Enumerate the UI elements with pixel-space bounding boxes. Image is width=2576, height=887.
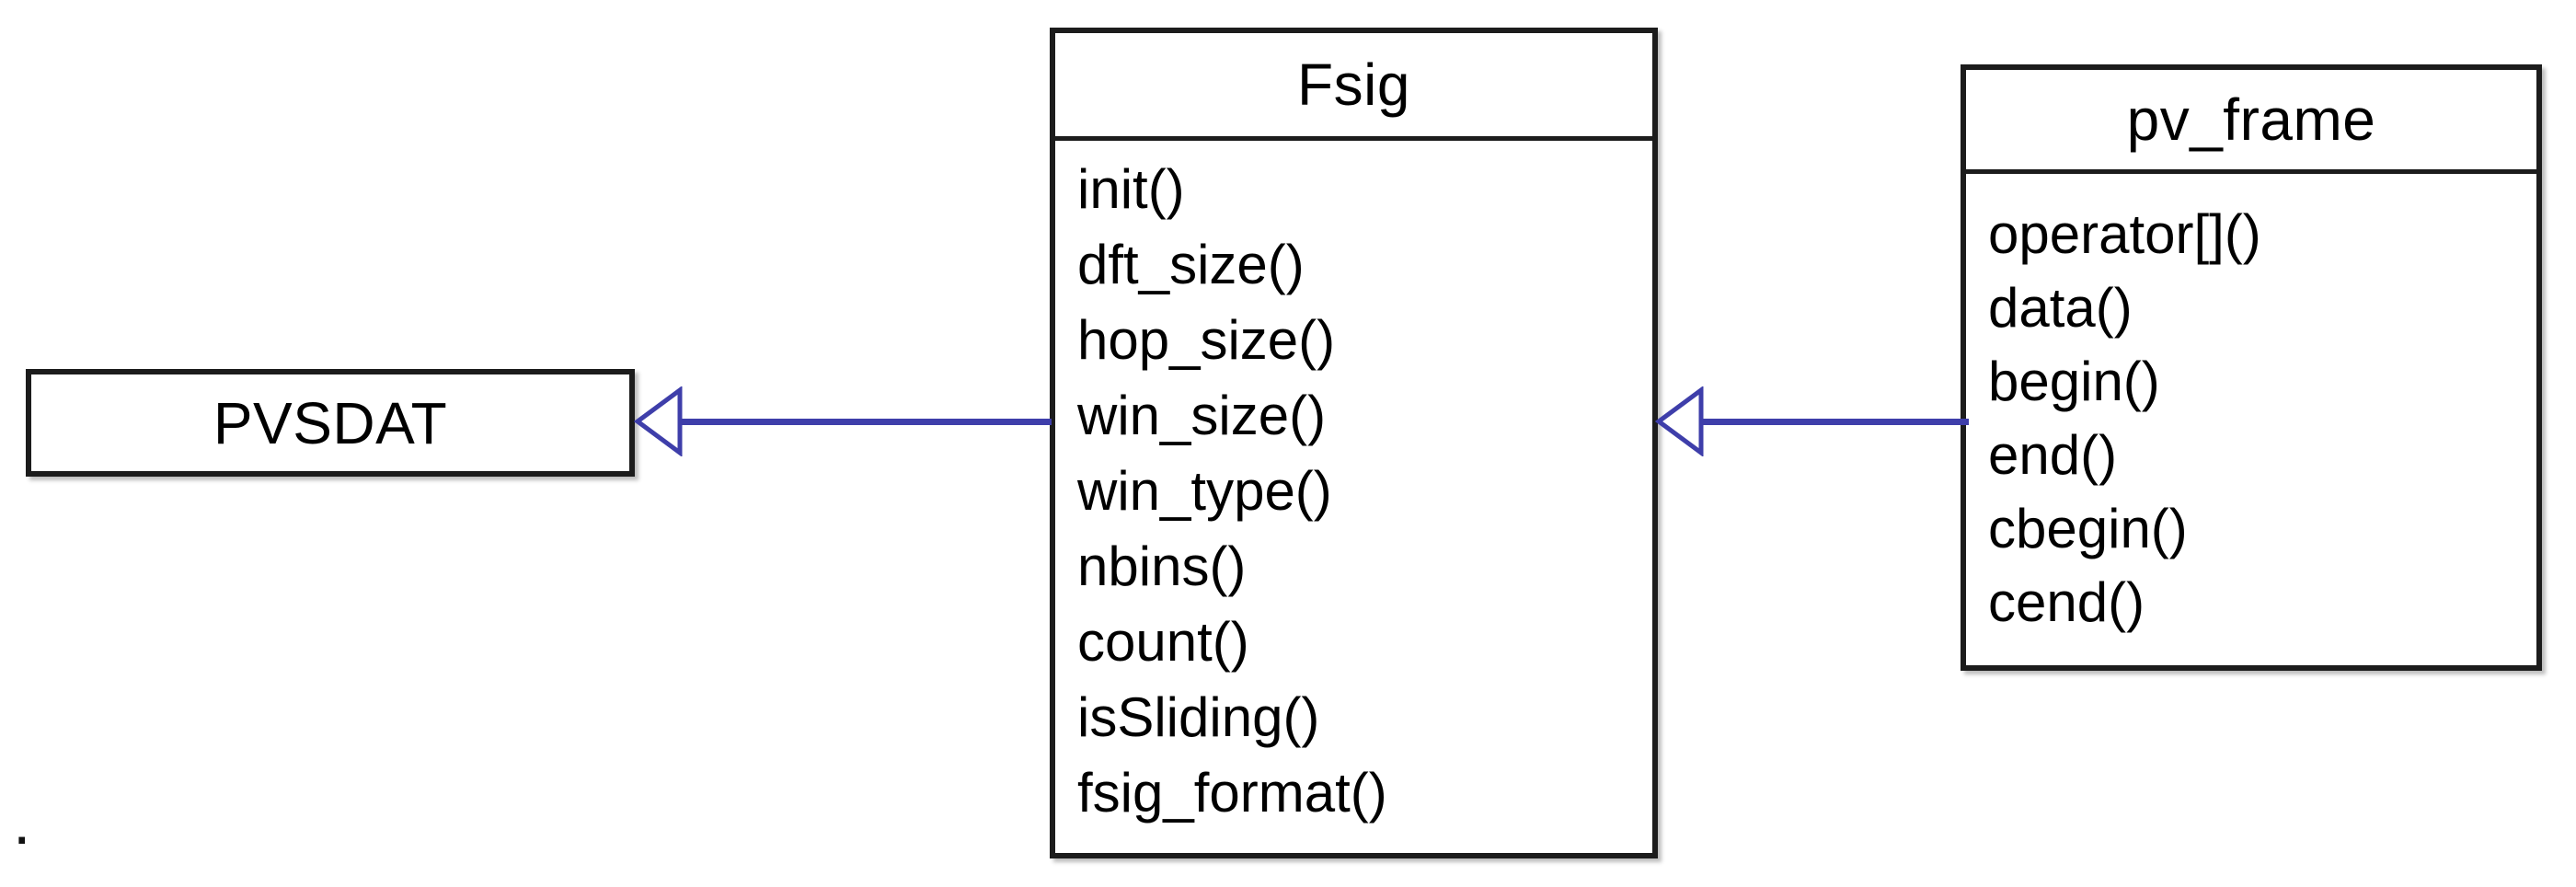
- method-item: count(): [1077, 611, 1249, 673]
- inheritance-triangle-icon: [633, 386, 683, 456]
- method-item: win_type(): [1077, 460, 1332, 522]
- method-item: cbegin(): [1988, 498, 2188, 559]
- method-item: win_size(): [1077, 385, 1327, 446]
- class-title-pvsdat: PVSDAT: [213, 389, 448, 456]
- class-box-pv-frame: pv_frame operator[]() data() begin() end…: [1961, 64, 2542, 671]
- inheritance-triangle-icon: [1654, 386, 1704, 456]
- methods-list-pv-frame: operator[]() data() begin() end() cbegin…: [1966, 174, 2536, 639]
- inheritance-line-pvframe-to-fsig: [1700, 419, 1969, 425]
- class-box-pvsdat: PVSDAT: [26, 369, 635, 477]
- method-item: hop_size(): [1077, 309, 1336, 371]
- inheritance-line-fsig-to-pvsdat: [679, 419, 1052, 425]
- method-item: fsig_format(): [1077, 762, 1387, 824]
- method-item: isSliding(): [1077, 686, 1320, 748]
- class-title-pv-frame: pv_frame: [1966, 70, 2536, 174]
- method-item: init(): [1077, 158, 1185, 220]
- method-item: data(): [1988, 277, 2133, 339]
- class-box-fsig: Fsig init() dft_size() hop_size() win_si…: [1050, 28, 1658, 858]
- method-item: operator[](): [1988, 203, 2261, 265]
- method-item: begin(): [1988, 351, 2160, 412]
- methods-list-fsig: init() dft_size() hop_size() win_size() …: [1055, 141, 1652, 831]
- method-item: end(): [1988, 424, 2118, 486]
- stray-dot: .: [13, 786, 31, 858]
- method-item: nbins(): [1077, 536, 1247, 597]
- class-title-fsig: Fsig: [1055, 33, 1652, 141]
- method-item: cend(): [1988, 571, 2145, 633]
- method-item: dft_size(): [1077, 234, 1305, 295]
